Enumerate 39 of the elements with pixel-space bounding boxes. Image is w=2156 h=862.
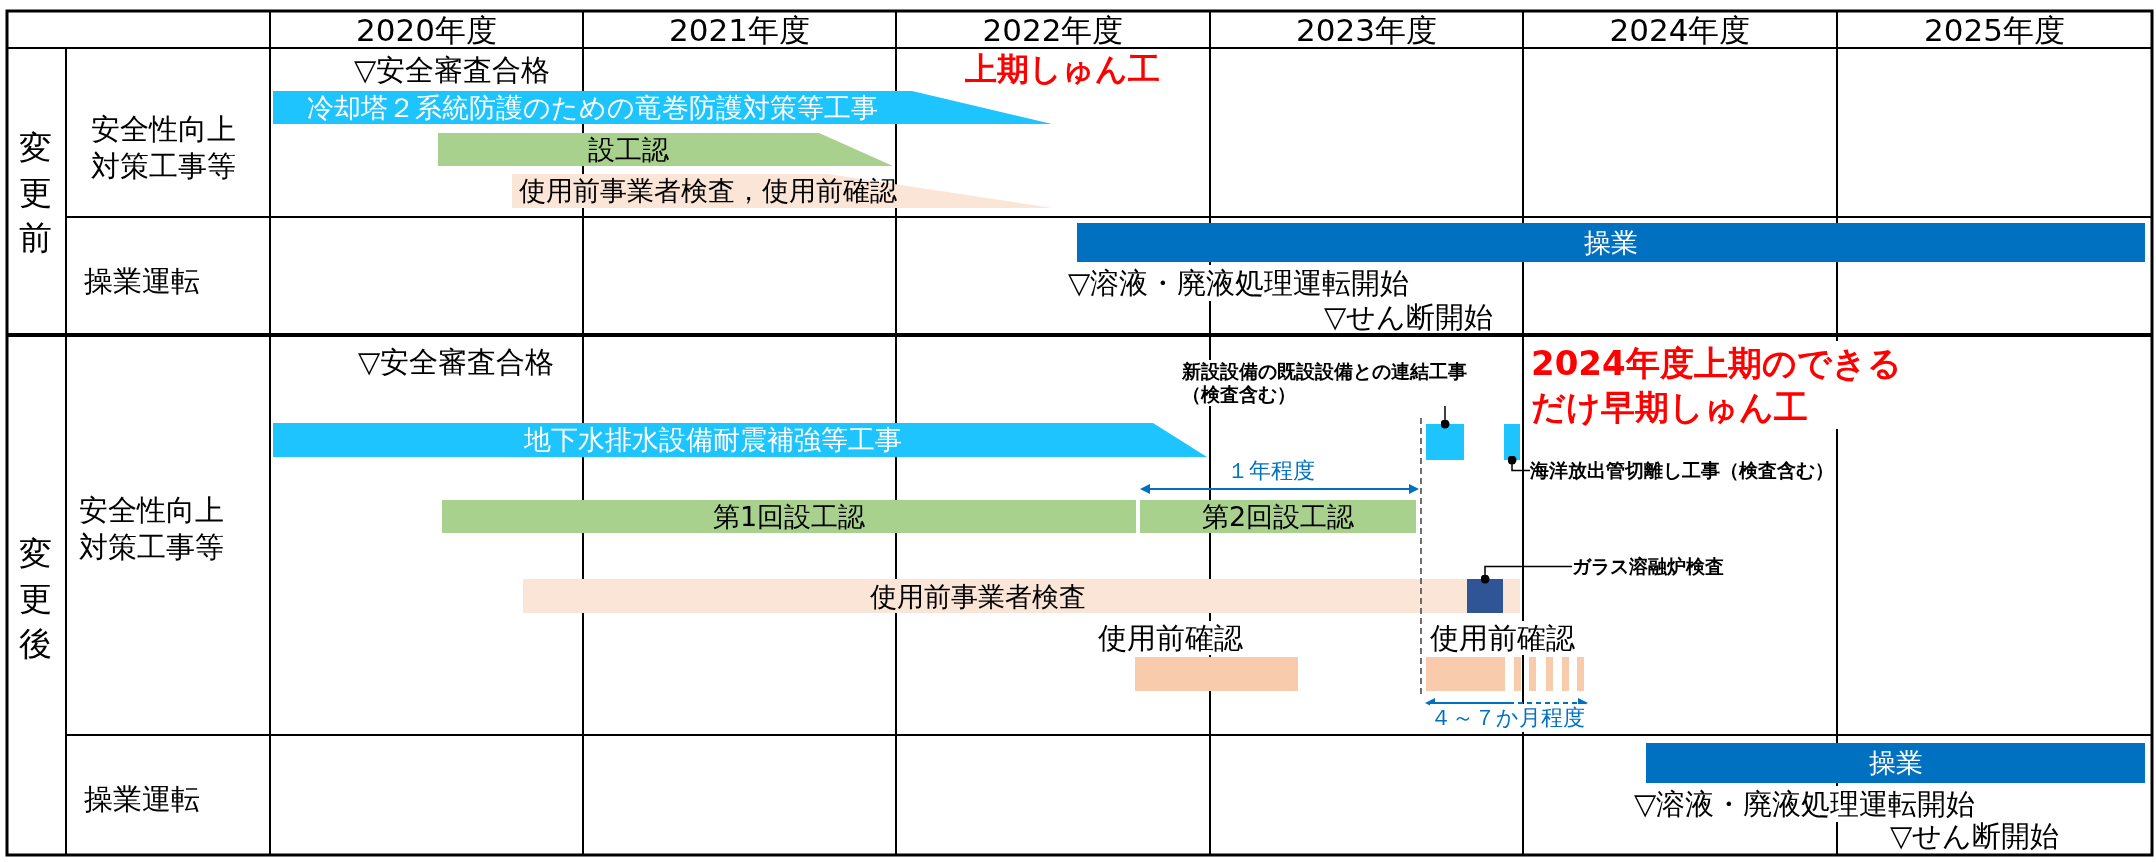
- leader-line: [1480, 565, 1573, 584]
- task-block: [1426, 424, 1464, 460]
- leader-line: [1440, 405, 1450, 429]
- task-block: [1504, 424, 1520, 460]
- row-subheader: 操業運転: [84, 263, 200, 299]
- row-subheader: 操業運転: [84, 781, 200, 817]
- column-header: 2024年度: [1609, 10, 1751, 50]
- task-bar: [523, 579, 1520, 613]
- task-bar: 操業: [1646, 743, 2145, 783]
- task-bar: 冷却塔２系統防護のための竜巻防護対策等工事: [273, 91, 1052, 124]
- task-bar: 第1回設工認: [442, 500, 1136, 533]
- task-bar: 第2回設工認: [1140, 500, 1416, 533]
- milestone-label: ▽溶液・廃液処理運転開始: [1634, 786, 1976, 822]
- row-header: 変更後: [18, 532, 54, 665]
- task-bar: 操業: [1077, 223, 2145, 262]
- row-header: 変更前: [18, 126, 54, 259]
- column-header: 2021年度: [669, 10, 810, 50]
- milestone-label: ▽せん断開始: [1324, 299, 1494, 335]
- task-bar: 使用前事業者検査，使用前確認: [512, 174, 1052, 208]
- task-block: [1467, 579, 1503, 613]
- milestone-label: ▽安全審査合格: [354, 52, 551, 88]
- leader-line: [1507, 455, 1531, 472]
- dimension-label: １年程度: [1227, 457, 1315, 485]
- milestone-label: ▽安全審査合格: [358, 344, 555, 380]
- column-header: 2022年度: [982, 10, 1124, 50]
- task-bar: 設工認: [438, 133, 893, 166]
- bar-label: 使用前事業者検査: [870, 582, 1086, 610]
- task-bar: 地下水排水設備耐震補強等工事: [273, 423, 1207, 457]
- note-text: 上期しゅん工: [965, 49, 1160, 89]
- dimension-label: ４～７か月程度: [1430, 704, 1585, 732]
- milestone-label: ▽溶液・廃液処理運転開始: [1068, 265, 1410, 301]
- column-header: 2025年度: [1924, 10, 2065, 50]
- row-subheader: 安全性向上対策工事等: [91, 111, 237, 185]
- row-subheader: 安全性向上対策工事等: [79, 492, 225, 566]
- bar-heading: 使用前確認: [1098, 621, 1243, 655]
- callout-label: ガラス溶融炉検査: [1572, 555, 1724, 578]
- bar-heading: 使用前確認: [1430, 621, 1575, 655]
- column-header: 2023年度: [1296, 10, 1437, 50]
- column-header: 2020年度: [356, 10, 497, 50]
